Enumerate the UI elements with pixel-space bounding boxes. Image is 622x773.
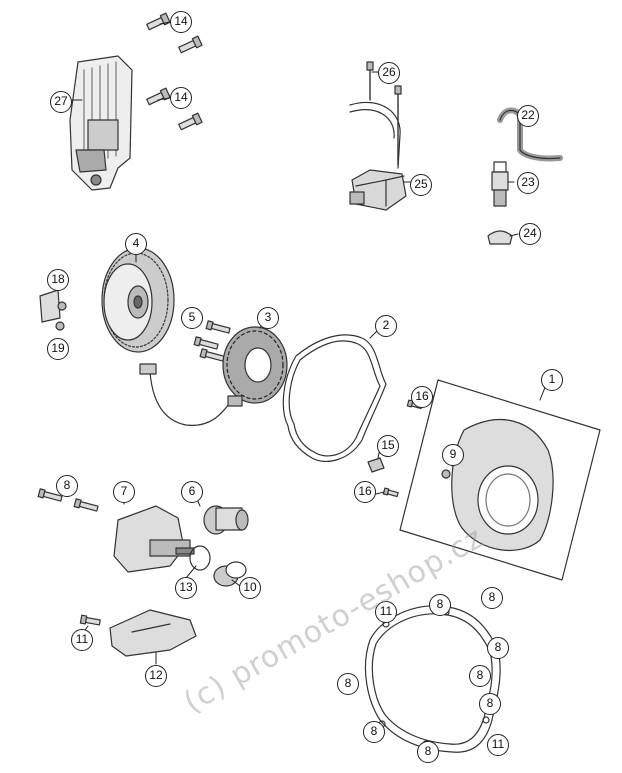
- callout-14b[interactable]: 14: [170, 87, 192, 109]
- callout-9[interactable]: 9: [442, 444, 464, 466]
- ignition-cover-1: [399, 379, 601, 581]
- regulator-27: [69, 55, 133, 191]
- screws-8-left: [37, 488, 99, 512]
- callout-25[interactable]: 25: [410, 174, 432, 196]
- bracket-18-group: [39, 289, 67, 331]
- callout-24[interactable]: 24: [519, 223, 541, 245]
- callout-6[interactable]: 6: [181, 481, 203, 503]
- callout-11a[interactable]: 11: [71, 629, 93, 651]
- callout-14a[interactable]: 14: [170, 11, 192, 33]
- callout-13[interactable]: 13: [175, 577, 197, 599]
- callout-10[interactable]: 10: [239, 577, 261, 599]
- callout-8a[interactable]: 8: [56, 475, 78, 497]
- callout-8f[interactable]: 8: [469, 665, 491, 687]
- callout-8c[interactable]: 8: [481, 587, 503, 609]
- callout-18[interactable]: 18: [47, 269, 69, 291]
- callout-8i[interactable]: 8: [417, 741, 439, 763]
- callout-16b[interactable]: 16: [354, 481, 376, 503]
- callout-8e[interactable]: 8: [337, 673, 359, 695]
- callout-12[interactable]: 12: [145, 665, 167, 687]
- callout-8d[interactable]: 8: [487, 637, 509, 659]
- starter-motor-7: [113, 505, 195, 573]
- screws-5: [193, 320, 231, 362]
- spark-plug-group: [487, 107, 563, 245]
- gasket-2: [282, 334, 387, 462]
- callout-26[interactable]: 26: [378, 62, 400, 84]
- callout-16a[interactable]: 16: [411, 386, 433, 408]
- flywheel-4: [101, 247, 175, 353]
- guard-12: [79, 609, 197, 657]
- callout-15[interactable]: 15: [377, 435, 399, 457]
- callout-8b[interactable]: 8: [429, 594, 451, 616]
- callout-1[interactable]: 1: [541, 369, 563, 391]
- callout-19[interactable]: 19: [47, 338, 69, 360]
- stator-3: [139, 326, 288, 426]
- callout-2[interactable]: 2: [375, 315, 397, 337]
- callout-11b[interactable]: 11: [375, 601, 397, 623]
- callout-22[interactable]: 22: [517, 105, 539, 127]
- callout-4[interactable]: 4: [125, 233, 147, 255]
- callout-11c[interactable]: 11: [487, 734, 509, 756]
- coil-25-group: [349, 61, 407, 211]
- callout-3[interactable]: 3: [257, 307, 279, 329]
- starter-drive-6: [203, 505, 249, 535]
- callout-23[interactable]: 23: [517, 172, 539, 194]
- oring-bushing: [189, 545, 247, 587]
- callout-8g[interactable]: 8: [479, 693, 501, 715]
- callout-7[interactable]: 7: [113, 481, 135, 503]
- callout-27[interactable]: 27: [50, 91, 72, 113]
- callout-8h[interactable]: 8: [363, 721, 385, 743]
- callout-5[interactable]: 5: [181, 307, 203, 329]
